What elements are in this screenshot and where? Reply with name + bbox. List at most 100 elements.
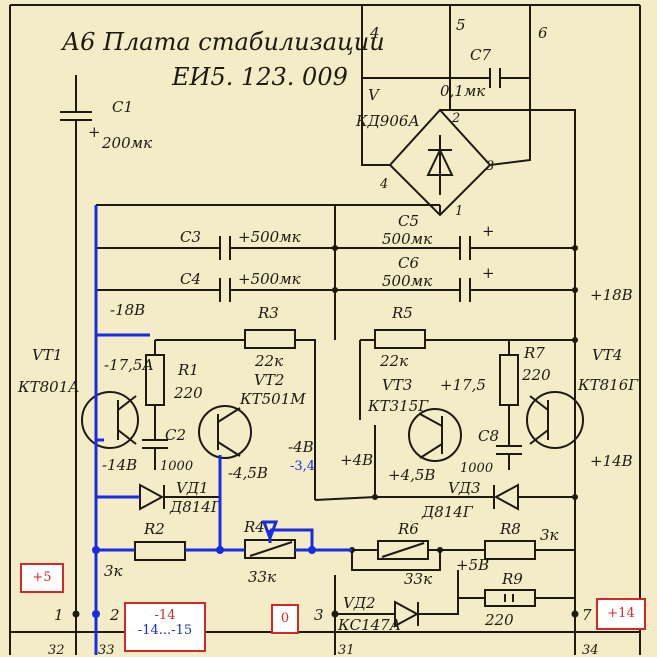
vd1-symbol bbox=[139, 483, 165, 511]
r3-ref: R3 bbox=[257, 304, 279, 322]
c6-ref: С6 bbox=[398, 254, 419, 272]
voltage-minus-18: -18В bbox=[110, 301, 145, 319]
r1-value: 220 bbox=[173, 384, 203, 402]
annotation-value: +5 bbox=[32, 570, 52, 585]
c3-value: +500мк bbox=[238, 228, 301, 246]
r4-wiper bbox=[249, 541, 293, 557]
r9-body bbox=[484, 589, 536, 607]
bridge-diode-symbol bbox=[426, 135, 454, 195]
vd3-part: Д814Г bbox=[421, 503, 474, 521]
vt4-leads bbox=[529, 395, 549, 445]
r8-value: 3к bbox=[540, 526, 559, 544]
r5-wires bbox=[359, 339, 575, 420]
junction bbox=[572, 337, 578, 343]
vd1-ref: VД1 bbox=[176, 479, 209, 497]
r7-value: 220 bbox=[521, 366, 551, 384]
vt3-part: КТ315Г bbox=[367, 397, 429, 415]
top-connector-lines bbox=[361, 5, 531, 60]
bottom-pin-2: 2 bbox=[109, 606, 120, 624]
vt1-symbol bbox=[81, 391, 139, 449]
voltage-plus-4-5: +4,5В bbox=[388, 466, 435, 484]
annotation-zero: 0 bbox=[271, 604, 299, 634]
c7-wires bbox=[361, 60, 531, 79]
annotation-minus-14: -14 -14...-15 bbox=[124, 602, 206, 652]
vd3-ref: VД3 bbox=[448, 479, 481, 497]
vt2-symbol bbox=[198, 405, 252, 459]
annotation-plus-14: +14 bbox=[596, 598, 646, 630]
c2-symbol bbox=[142, 430, 168, 470]
annotation-value: -14 bbox=[154, 608, 176, 623]
junction bbox=[332, 287, 338, 293]
traced-emitter-branch bbox=[96, 438, 140, 499]
voltage-plus-18: +18В bbox=[590, 286, 633, 304]
bottom-pin-3: 3 bbox=[314, 606, 324, 624]
r5-value: 22к bbox=[379, 352, 408, 370]
bridge-pin-4: 4 bbox=[379, 177, 388, 192]
voltage-minus-4: -4В bbox=[288, 438, 314, 456]
c4-value: +500мк bbox=[238, 270, 301, 288]
r7-ref: R7 bbox=[523, 344, 545, 362]
r8-ref: R8 bbox=[499, 520, 521, 538]
voltage-plus-4: +4В bbox=[340, 451, 373, 469]
bridge-pin-2: 2 bbox=[451, 111, 460, 126]
board-part-number: ЕИ5. 123. 009 bbox=[171, 63, 348, 91]
c5-ref: С5 bbox=[398, 212, 419, 230]
bottom-pin-33: 33 bbox=[98, 643, 115, 657]
vt3-ref: VT3 bbox=[382, 376, 412, 394]
bottom-pin-7: 7 bbox=[582, 606, 592, 624]
vd1-part: Д814Г bbox=[169, 498, 222, 516]
traced-junction bbox=[92, 546, 100, 554]
vt4-ref: VT4 bbox=[592, 346, 622, 364]
pin-3-terminal bbox=[331, 610, 339, 618]
c6-value: 500мк bbox=[382, 272, 432, 290]
c1-ref: С1 bbox=[112, 98, 133, 116]
r2-body bbox=[134, 541, 186, 561]
r3-wires bbox=[155, 339, 316, 500]
junction bbox=[437, 547, 443, 553]
r3-body bbox=[244, 329, 296, 349]
traced-junction bbox=[308, 546, 316, 554]
vt2-ref: VT2 bbox=[254, 371, 284, 389]
vd2-ref: VД2 bbox=[343, 594, 376, 612]
top-pin-4: 4 bbox=[369, 24, 380, 42]
r8-body bbox=[484, 540, 536, 560]
traced-junction bbox=[216, 546, 224, 554]
bridge-pin1-wire bbox=[96, 204, 441, 215]
c2-ref: С2 bbox=[165, 426, 186, 444]
vt1-part: КТ801А bbox=[17, 378, 80, 396]
vd3-symbol bbox=[493, 483, 519, 511]
junction bbox=[572, 287, 578, 293]
r3-value: 22к bbox=[254, 352, 283, 370]
c5-plus: + bbox=[482, 222, 495, 240]
r1-ref: R1 bbox=[177, 361, 199, 379]
c3-ref: С3 bbox=[180, 228, 201, 246]
bottom-pin-34: 34 bbox=[582, 643, 599, 657]
junction bbox=[372, 494, 378, 500]
r9-mark bbox=[504, 594, 514, 602]
c7-ref: С7 bbox=[470, 46, 491, 64]
bottom-pin-31: 31 bbox=[338, 643, 355, 657]
pin-7-terminal bbox=[571, 610, 579, 618]
bridge-pin-1: 1 bbox=[455, 204, 463, 219]
junction bbox=[332, 245, 338, 251]
r4-ref: R4 bbox=[243, 518, 265, 536]
board-title: А6 Плата стабилизации bbox=[60, 28, 385, 56]
r7-body bbox=[499, 354, 519, 406]
bridge-pin4-wire bbox=[361, 78, 390, 166]
pin-1-terminal bbox=[72, 610, 80, 618]
voltage-minus-4-5: -4,5В bbox=[228, 464, 268, 482]
c2-value: 1000 bbox=[160, 459, 193, 474]
r9-value: 220 bbox=[484, 611, 514, 629]
vt4-symbol bbox=[526, 391, 584, 449]
vd2-wires bbox=[335, 570, 459, 615]
c8-ref: С8 bbox=[478, 427, 499, 445]
c1-symbol bbox=[60, 75, 92, 655]
annotation-value: +14 bbox=[607, 606, 635, 621]
c8-symbol bbox=[496, 430, 522, 470]
top-pin-5: 5 bbox=[456, 16, 466, 34]
bridge-ref: V bbox=[368, 86, 381, 104]
bridge-pin2-wire bbox=[440, 60, 576, 340]
vt4-part: КТ816Г bbox=[577, 376, 639, 394]
vt2-part: КТ501М bbox=[239, 390, 306, 408]
